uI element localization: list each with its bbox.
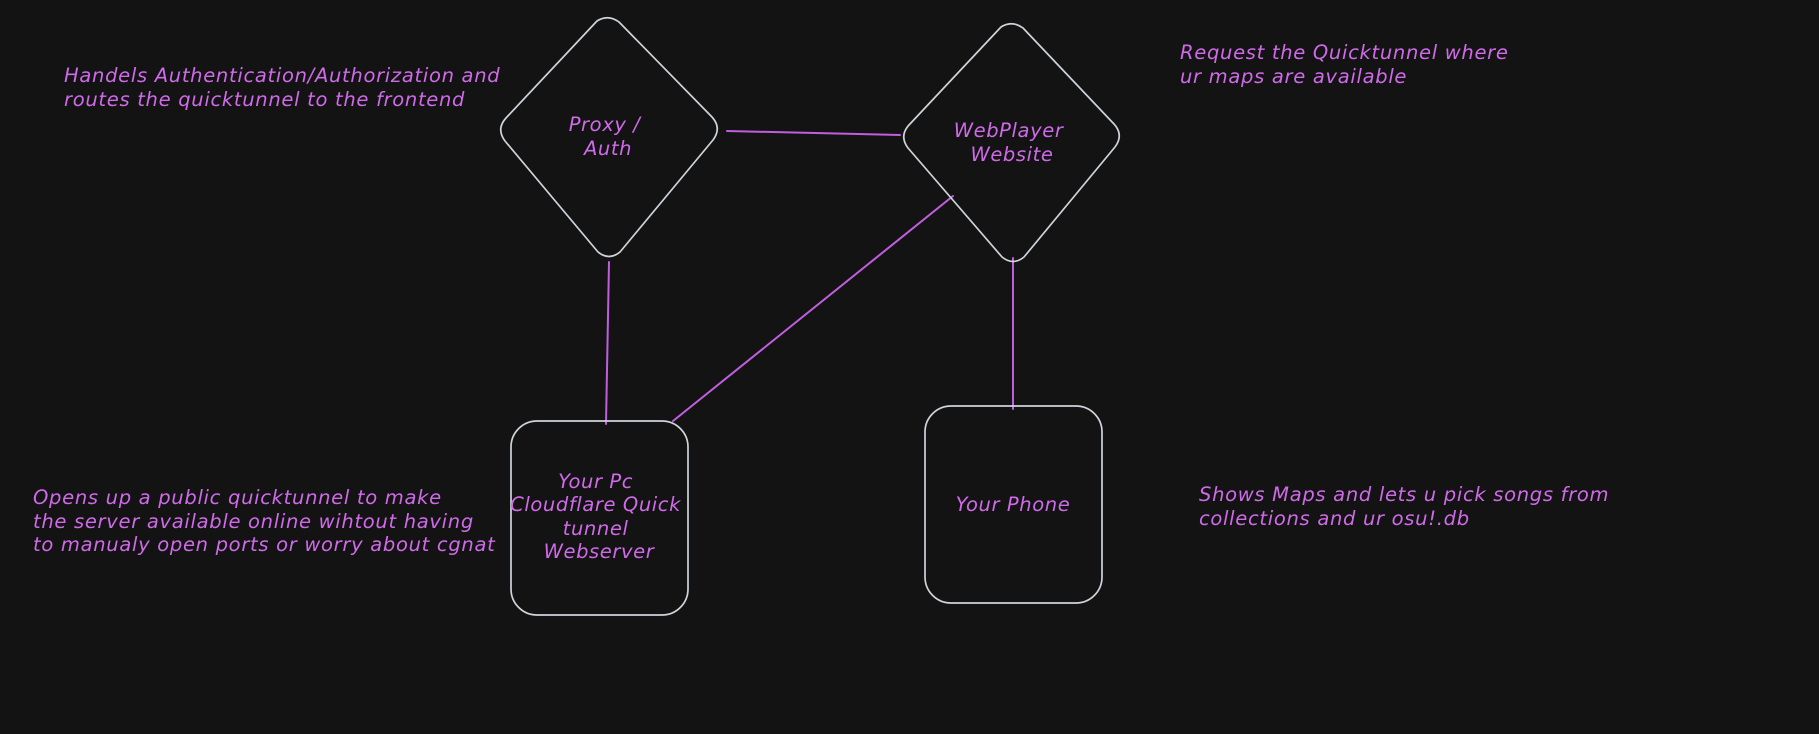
proxy-auth-label: Proxy / Auth: [569, 113, 648, 160]
annotation-proxy-note: Handels Authentication/Authorization and…: [64, 64, 507, 111]
edge-proxy-to-webplayer[interactable]: [726, 130, 901, 136]
your-pc-box-outline: [510, 420, 689, 616]
webplayer-website-label: WebPlayer Website: [954, 119, 1071, 166]
annotation-your-pc-note: Opens up a public quicktunnel to make th…: [33, 486, 496, 556]
node-proxy-auth[interactable]: Proxy / Auth: [499, 16, 719, 258]
your-phone-label: Your Phone: [956, 493, 1071, 516]
proxy-auth-diamond-outline: [499, 16, 719, 258]
node-your-pc[interactable]: Your Pc Cloudflare Quick tunnel Webserve…: [510, 420, 689, 616]
edge-webplayer-to-your-pc[interactable]: [672, 195, 954, 422]
annotation-webplayer-note: Request the Quicktunnel where ur maps ar…: [1180, 41, 1515, 88]
edges-group: [605, 130, 1014, 425]
your-phone-box-outline: [924, 405, 1103, 604]
node-webplayer-website[interactable]: WebPlayer Website: [902, 22, 1121, 263]
webplayer-website-diamond-outline: [902, 22, 1121, 263]
annotation-your-phone-note: Shows Maps and lets u pick songs from co…: [1199, 483, 1616, 530]
edge-proxy-to-your-pc[interactable]: [605, 261, 610, 425]
node-your-phone[interactable]: Your Phone: [924, 405, 1103, 604]
your-pc-label: Your Pc Cloudflare Quick tunnel Webserve…: [510, 470, 688, 563]
